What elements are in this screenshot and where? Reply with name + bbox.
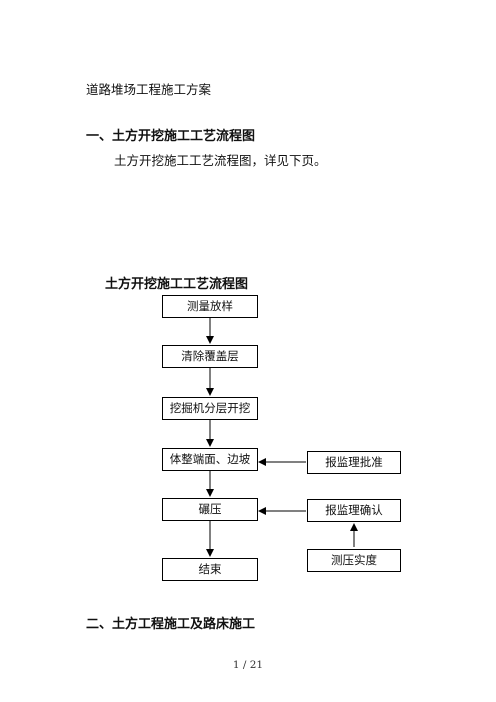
flow-side-confirm: 报监理确认 xyxy=(307,499,401,522)
section-1-paragraph: 土方开挖施工工艺流程图，详见下页。 xyxy=(114,153,327,168)
flow-step-3: 挖掘机分层开挖 xyxy=(162,397,258,420)
document-title: 道路堆场工程施工方案 xyxy=(86,82,212,97)
flowchart-title: 土方开挖施工工艺流程图 xyxy=(105,277,249,292)
page-number: 1 / 21 xyxy=(232,659,264,671)
flow-side-compaction-test: 测压实度 xyxy=(307,549,401,572)
flow-step-5: 碾压 xyxy=(162,498,258,521)
flow-step-2: 清除覆盖层 xyxy=(162,345,258,368)
flow-step-6: 结束 xyxy=(162,558,258,581)
flow-step-4: 体整端面、边坡 xyxy=(162,448,258,471)
section-heading-2: 二、土方工程施工及路床施工 xyxy=(86,617,256,632)
flow-side-approval: 报监理批准 xyxy=(307,451,401,474)
flow-step-1: 测量放样 xyxy=(162,295,258,318)
section-heading-1: 一、土方开挖施工工艺流程图 xyxy=(86,129,256,144)
